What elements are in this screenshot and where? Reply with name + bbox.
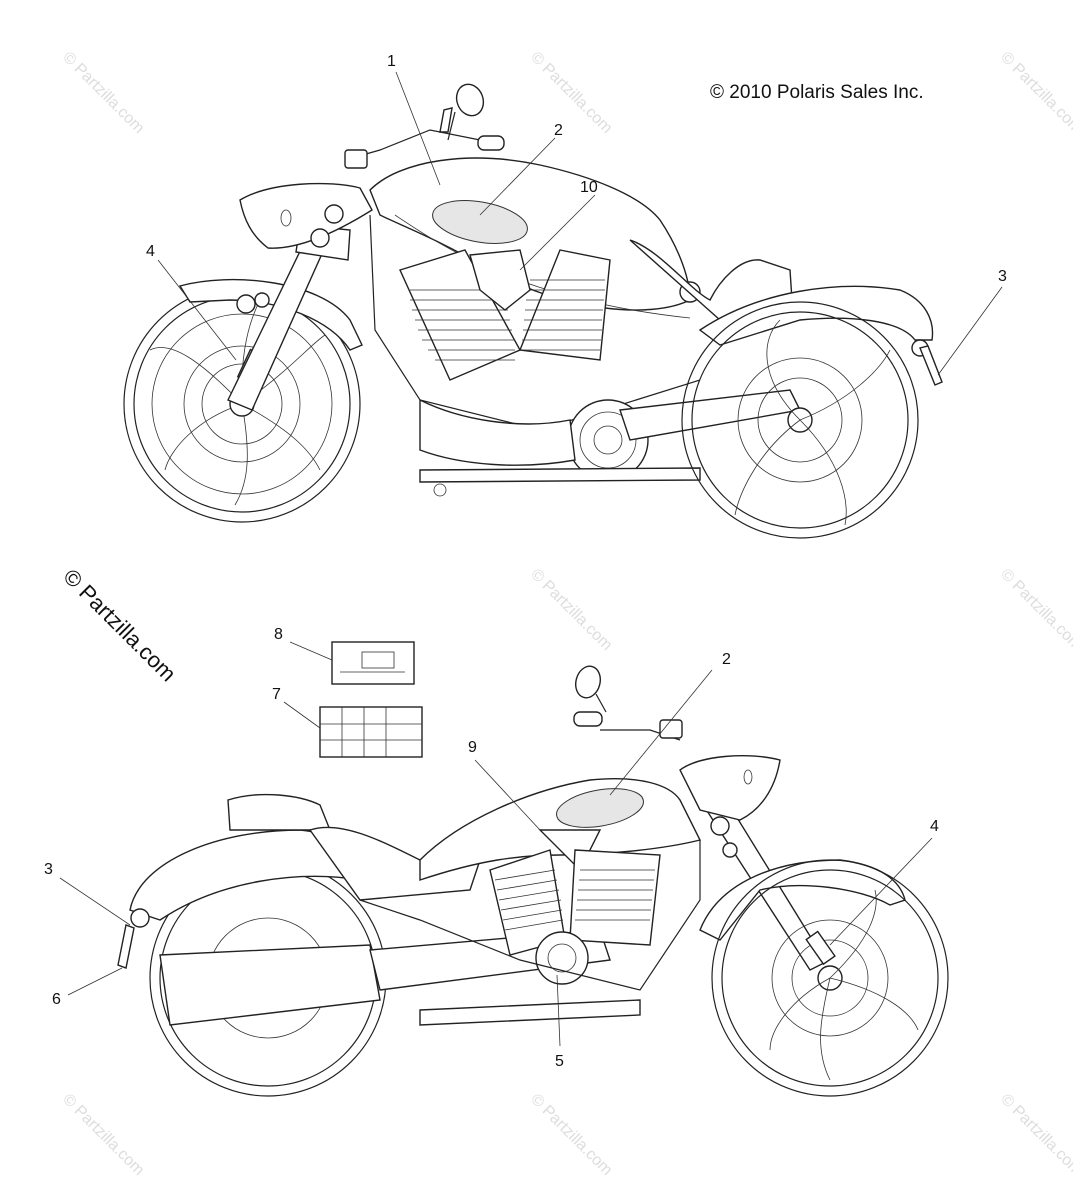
watermark-tile: © Partzilla.com — [997, 49, 1073, 137]
top-leader-lines — [157, 71, 1003, 376]
callout-9: 9 — [468, 739, 477, 756]
callout-5: 5 — [555, 1053, 564, 1070]
callout-2-bottom: 2 — [722, 651, 731, 668]
bottom-leader-lines — [59, 669, 933, 1047]
rear-reflector-top — [919, 345, 943, 386]
front-fender-bottom — [699, 859, 906, 941]
callout-4-top: 4 — [146, 243, 155, 260]
watermark-tile: © Partzilla.com — [997, 1091, 1073, 1179]
rear-fender-top — [698, 285, 934, 346]
watermark-tile: © Partzilla.com — [59, 49, 147, 137]
decal-label-7 — [319, 706, 423, 758]
motorcycle-left-side-view — [117, 665, 949, 1097]
watermark-tile: © Partzilla.com — [527, 49, 615, 137]
motorcycle-right-side-view — [123, 83, 943, 539]
callout-10-top: 10 — [580, 179, 598, 196]
callout-1-top: 1 — [387, 53, 396, 70]
exhaust-muffler-bottom — [159, 944, 381, 1026]
watermark-tile: © Partzilla.com — [527, 566, 615, 654]
watermark-tile: © Partzilla.com — [997, 566, 1073, 654]
callout-2-top: 2 — [554, 122, 563, 139]
decal-label-8 — [331, 641, 415, 685]
engine-bottom — [419, 849, 661, 1026]
front-wheel-bottom — [711, 859, 949, 1097]
partzilla-watermark: © Partzilla.com — [58, 564, 181, 687]
tank-decal-top — [432, 200, 528, 244]
swingarm-top — [619, 389, 802, 441]
callout-3-bottom: 3 — [44, 861, 53, 878]
headlight-fairing-top — [239, 182, 373, 249]
tank-decal-bottom — [556, 788, 644, 828]
engine-top — [399, 249, 701, 497]
callout-8: 8 — [274, 626, 283, 643]
callout-4-bottom: 4 — [930, 818, 939, 835]
callout-7: 7 — [272, 686, 281, 703]
rear-wheel-top — [681, 301, 919, 539]
rear-reflector-bottom — [117, 924, 135, 969]
seat-top — [629, 239, 793, 321]
callout-3-top: 3 — [998, 268, 1007, 285]
headlight-fairing-bottom — [679, 754, 781, 821]
watermark-tile: © Partzilla.com — [59, 1091, 147, 1179]
callout-6: 6 — [52, 991, 61, 1008]
copyright-text: © 2010 Polaris Sales Inc. — [710, 82, 924, 103]
watermark-tile: © Partzilla.com — [527, 1091, 615, 1179]
